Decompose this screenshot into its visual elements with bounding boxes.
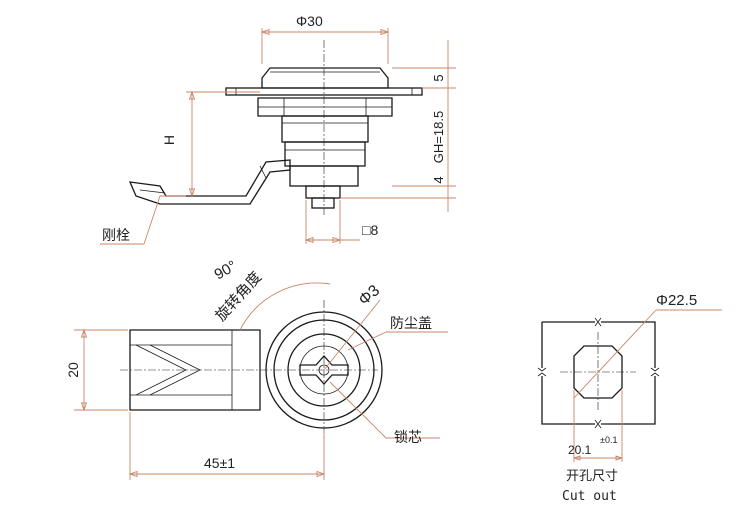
cutout-view: Φ22.5 20.1 ±0.1 开孔尺寸 Cut out <box>537 292 722 504</box>
front-view: 90° 旋转角度 Φ3 防尘盖 锁芯 20 45±1 <box>65 257 448 480</box>
lock-core-label: 锁芯 <box>394 429 422 445</box>
latch-label: 刚栓 <box>102 227 130 243</box>
dim-45-label: 45±1 <box>204 455 235 471</box>
cam-front <box>129 329 261 411</box>
cutout-octagon <box>573 345 623 399</box>
shaft <box>305 185 341 199</box>
hex-nut <box>257 97 393 117</box>
h-label: H <box>161 135 177 145</box>
cutout-en-label: Cut out <box>562 489 617 504</box>
side-view: Φ30 H 5 GH=18.5 4 □8 刚栓 <box>100 13 456 245</box>
deg90-label: 90° <box>212 257 240 283</box>
square-shaft <box>311 197 335 209</box>
square8-label: □8 <box>362 222 378 238</box>
dim-20-label: 20 <box>65 362 81 378</box>
gh-label: GH=18.5 <box>431 111 446 163</box>
dim-4-label: 4 <box>431 176 446 183</box>
lock-body <box>281 115 369 143</box>
lock-barrel <box>284 141 366 167</box>
phi3-label: Φ3 <box>356 282 384 309</box>
lock-head-cap <box>261 67 389 89</box>
cutout-frame <box>541 321 656 425</box>
key-slot <box>299 355 349 385</box>
phi22-5-label: Φ22.5 <box>656 292 697 309</box>
dust-cover-label: 防尘盖 <box>390 315 432 331</box>
dim-5-label: 5 <box>431 74 446 81</box>
phi30-label: Φ30 <box>296 13 323 29</box>
cam-latch <box>128 159 291 205</box>
tolerance-label: ±0.1 <box>600 435 617 445</box>
cutout-cn-label: 开孔尺寸 <box>566 468 618 483</box>
dim-20-1-label: 20.1 <box>568 443 592 457</box>
